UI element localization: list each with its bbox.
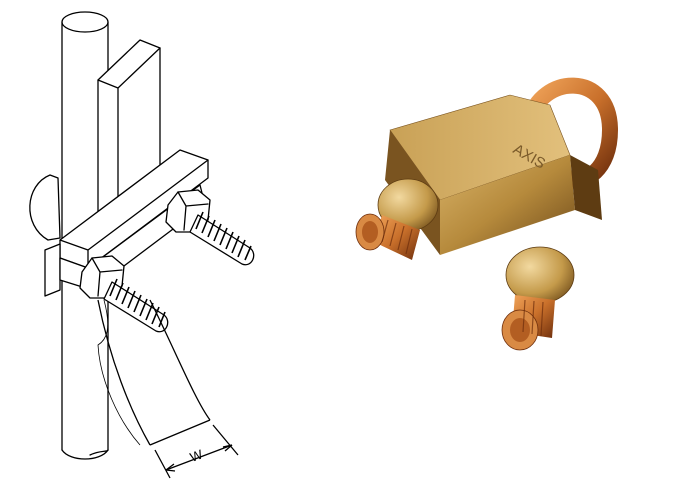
clamp-bottom-plate [44, 243, 61, 297]
bolt-lower-photo [501, 295, 555, 351]
bolt-upper-photo [355, 213, 420, 260]
clamp-line-drawing: W [29, 11, 255, 479]
clamp-back-arc [29, 174, 61, 241]
bolt-threads [109, 211, 252, 328]
rod-top [61, 11, 109, 33]
dimension-line [154, 424, 239, 479]
nut-lower-photo [505, 246, 575, 304]
clamp-photo: AXIS [355, 77, 619, 351]
tape-lower [97, 299, 211, 446]
bolt-threads-photo [381, 219, 544, 337]
rod-bottom [61, 449, 109, 460]
dimension-label: W [188, 446, 205, 465]
